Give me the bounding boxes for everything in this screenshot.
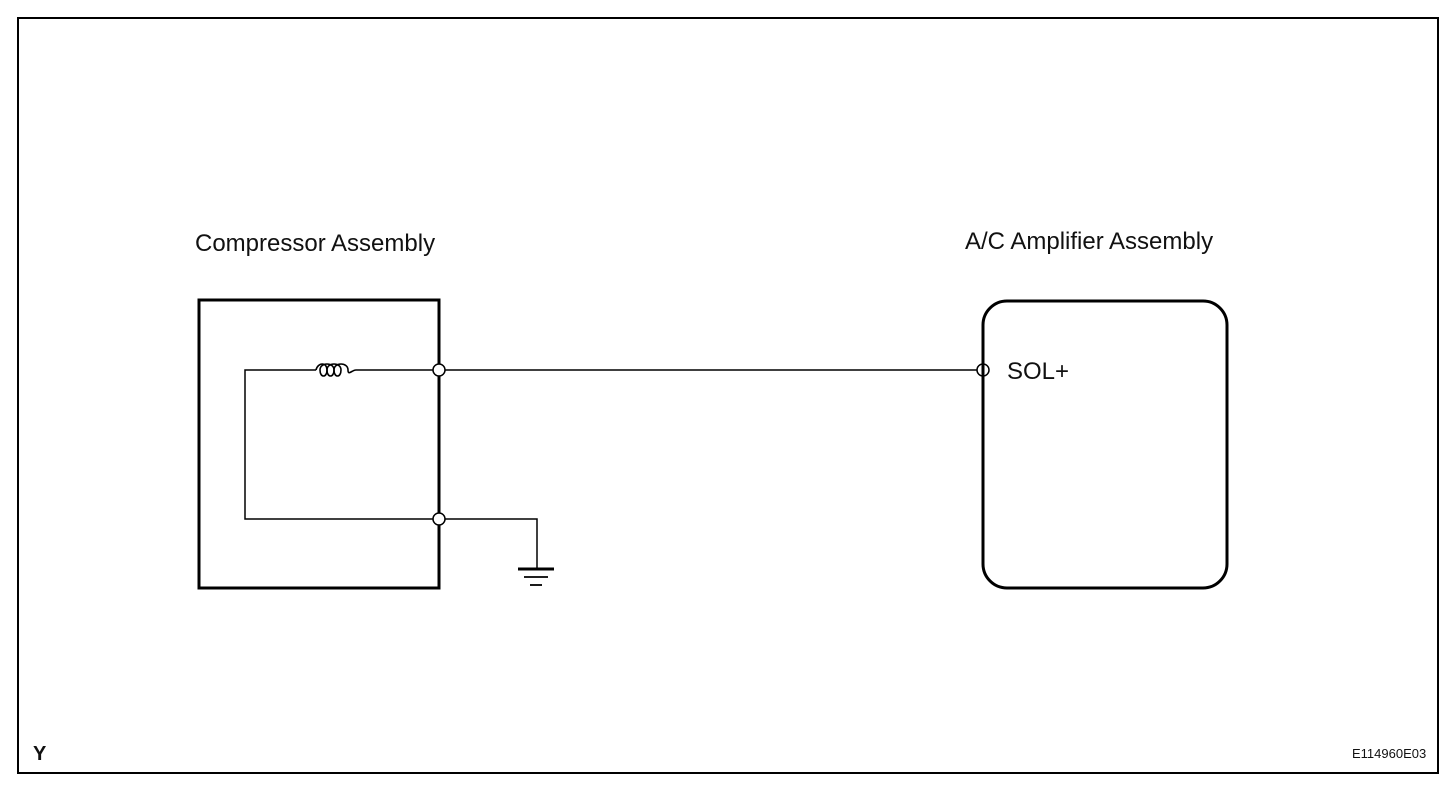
compressor-internal-wire <box>244 369 433 520</box>
amplifier-assembly-label: A/C Amplifier Assembly <box>965 228 1214 255</box>
compressor-ground-terminal <box>432 512 446 526</box>
ground-icon <box>518 567 554 586</box>
sol-pin-label: SOL+ <box>1007 358 1070 385</box>
compressor-assembly-label: Compressor Assembly <box>195 230 436 257</box>
corner-mark: Y <box>33 743 47 765</box>
ground-wire <box>445 518 538 568</box>
diagram-frame <box>17 17 1439 774</box>
compressor-assembly-box <box>197 298 441 590</box>
solenoid-coil-icon <box>315 363 357 377</box>
amplifier-assembly-box <box>981 299 1229 590</box>
figure-code: E114960E03 <box>1352 746 1427 761</box>
compressor-sol-terminal <box>432 363 446 377</box>
